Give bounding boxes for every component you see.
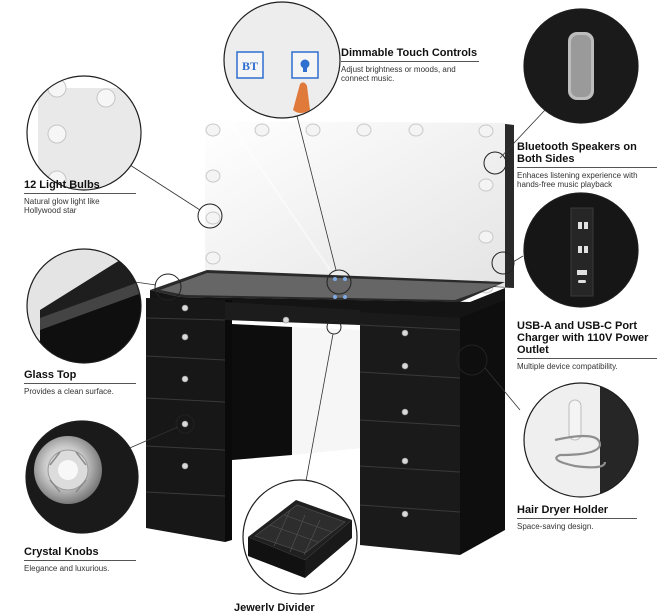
jewelry-drawer-detail xyxy=(243,480,357,594)
knob xyxy=(401,510,409,518)
knob xyxy=(401,362,409,370)
callout-bluetooth-speakers: Bluetooth Speakers on Both Sides Enhaces… xyxy=(517,141,657,189)
usb-c-port xyxy=(578,280,586,283)
bulb xyxy=(478,178,494,192)
marker-glass xyxy=(154,273,182,301)
marker-dryer xyxy=(456,344,488,376)
detail-bulb xyxy=(47,124,67,144)
mirror-touch-indicators xyxy=(333,277,347,299)
touch-controls-title: Dimmable Touch Controls xyxy=(341,47,478,59)
bulb xyxy=(205,123,221,137)
divider xyxy=(517,518,637,519)
callout-usb-port: USB-A and USB-C Port Charger with 110V P… xyxy=(517,320,657,371)
callout-glass-top: Glass Top Provides a clean surface. xyxy=(24,369,136,396)
marker-touch xyxy=(326,269,352,295)
knob xyxy=(181,375,189,383)
touch-controls-detail: BT xyxy=(224,2,340,118)
knob xyxy=(401,329,409,337)
divider xyxy=(24,383,136,384)
divider xyxy=(24,193,136,194)
crystal-knob-detail xyxy=(26,421,138,533)
knob xyxy=(181,333,189,341)
glass-top-detail xyxy=(27,249,141,363)
knob xyxy=(181,462,189,470)
knob xyxy=(401,457,409,465)
detail-bulb xyxy=(96,88,116,108)
crystal-knobs-description: Elegance and luxurious. xyxy=(24,564,110,573)
knob xyxy=(181,304,189,312)
light-bulbs-title: 12 Light Bulbs xyxy=(24,179,100,191)
divider xyxy=(24,560,136,561)
bulb xyxy=(478,230,494,244)
finger-icon xyxy=(293,82,310,113)
divider xyxy=(517,167,657,168)
detail-markers xyxy=(154,151,515,434)
drawer-seams xyxy=(145,317,461,513)
marker-speaker-top xyxy=(483,151,507,175)
light-bulbs-description: Natural glow light like Hollywood star xyxy=(24,197,100,215)
usb-port-description: Multiple device compatibility. xyxy=(517,362,618,371)
marker-knob xyxy=(175,414,195,434)
usb-port-title: USB-A and USB-C Port Charger with 110V P… xyxy=(517,320,649,356)
bt-button xyxy=(236,51,264,79)
callout-crystal-knobs: Crystal Knobs Elegance and luxurious. xyxy=(24,546,136,573)
knob xyxy=(181,420,189,428)
marker-speaker-side xyxy=(491,251,515,275)
callout-touch-controls: Dimmable Touch Controls Adjust brightnes… xyxy=(341,47,479,83)
detail-bulb xyxy=(47,78,67,98)
callout-light-bulbs: 12 Light Bulbs Natural glow light like H… xyxy=(24,179,136,215)
bulb xyxy=(478,124,494,138)
marker-drawer xyxy=(326,319,342,335)
knob xyxy=(282,316,290,324)
bt-label: BT xyxy=(242,59,258,73)
bulb xyxy=(254,123,270,137)
bulb-icon xyxy=(300,59,310,69)
marker-bulb xyxy=(197,203,223,229)
bulb xyxy=(205,211,221,225)
spiral-holder xyxy=(554,434,607,469)
knob xyxy=(401,408,409,416)
bluetooth-speakers-description: Enhaces listening experience with hands-… xyxy=(517,171,638,189)
bulb xyxy=(205,251,221,265)
bulb xyxy=(408,123,424,137)
bulb xyxy=(205,169,221,183)
hair-dryer-holder-description: Space-saving design. xyxy=(517,522,594,531)
callout-jewelry-divider: Jewerly Divider xyxy=(234,602,354,611)
usb-port-detail xyxy=(524,193,638,307)
usb-port xyxy=(577,270,587,275)
divider xyxy=(517,358,657,359)
hair-dryer-holder-title: Hair Dryer Holder xyxy=(517,504,609,516)
divider xyxy=(341,61,479,62)
speaker-detail xyxy=(524,9,638,123)
leader-lines xyxy=(124,109,546,482)
jewelry-divider-title: Jewerly Divider xyxy=(234,602,315,611)
hair-dryer-holder-detail xyxy=(524,383,638,497)
glass-top-title: Glass Top xyxy=(24,369,77,381)
mirror xyxy=(205,121,514,288)
crystal-knobs-title: Crystal Knobs xyxy=(24,546,99,558)
callout-hair-dryer-holder: Hair Dryer Holder Space-saving design. xyxy=(517,504,637,531)
bluetooth-speakers-title: Bluetooth Speakers on Both Sides xyxy=(517,141,637,165)
touch-controls-description: Adjust brightness or moods, and connect … xyxy=(341,65,456,83)
bulb xyxy=(305,123,321,137)
drawer-knobs xyxy=(181,304,409,518)
glass-top-description: Provides a clean surface. xyxy=(24,387,114,396)
bulb xyxy=(356,123,372,137)
